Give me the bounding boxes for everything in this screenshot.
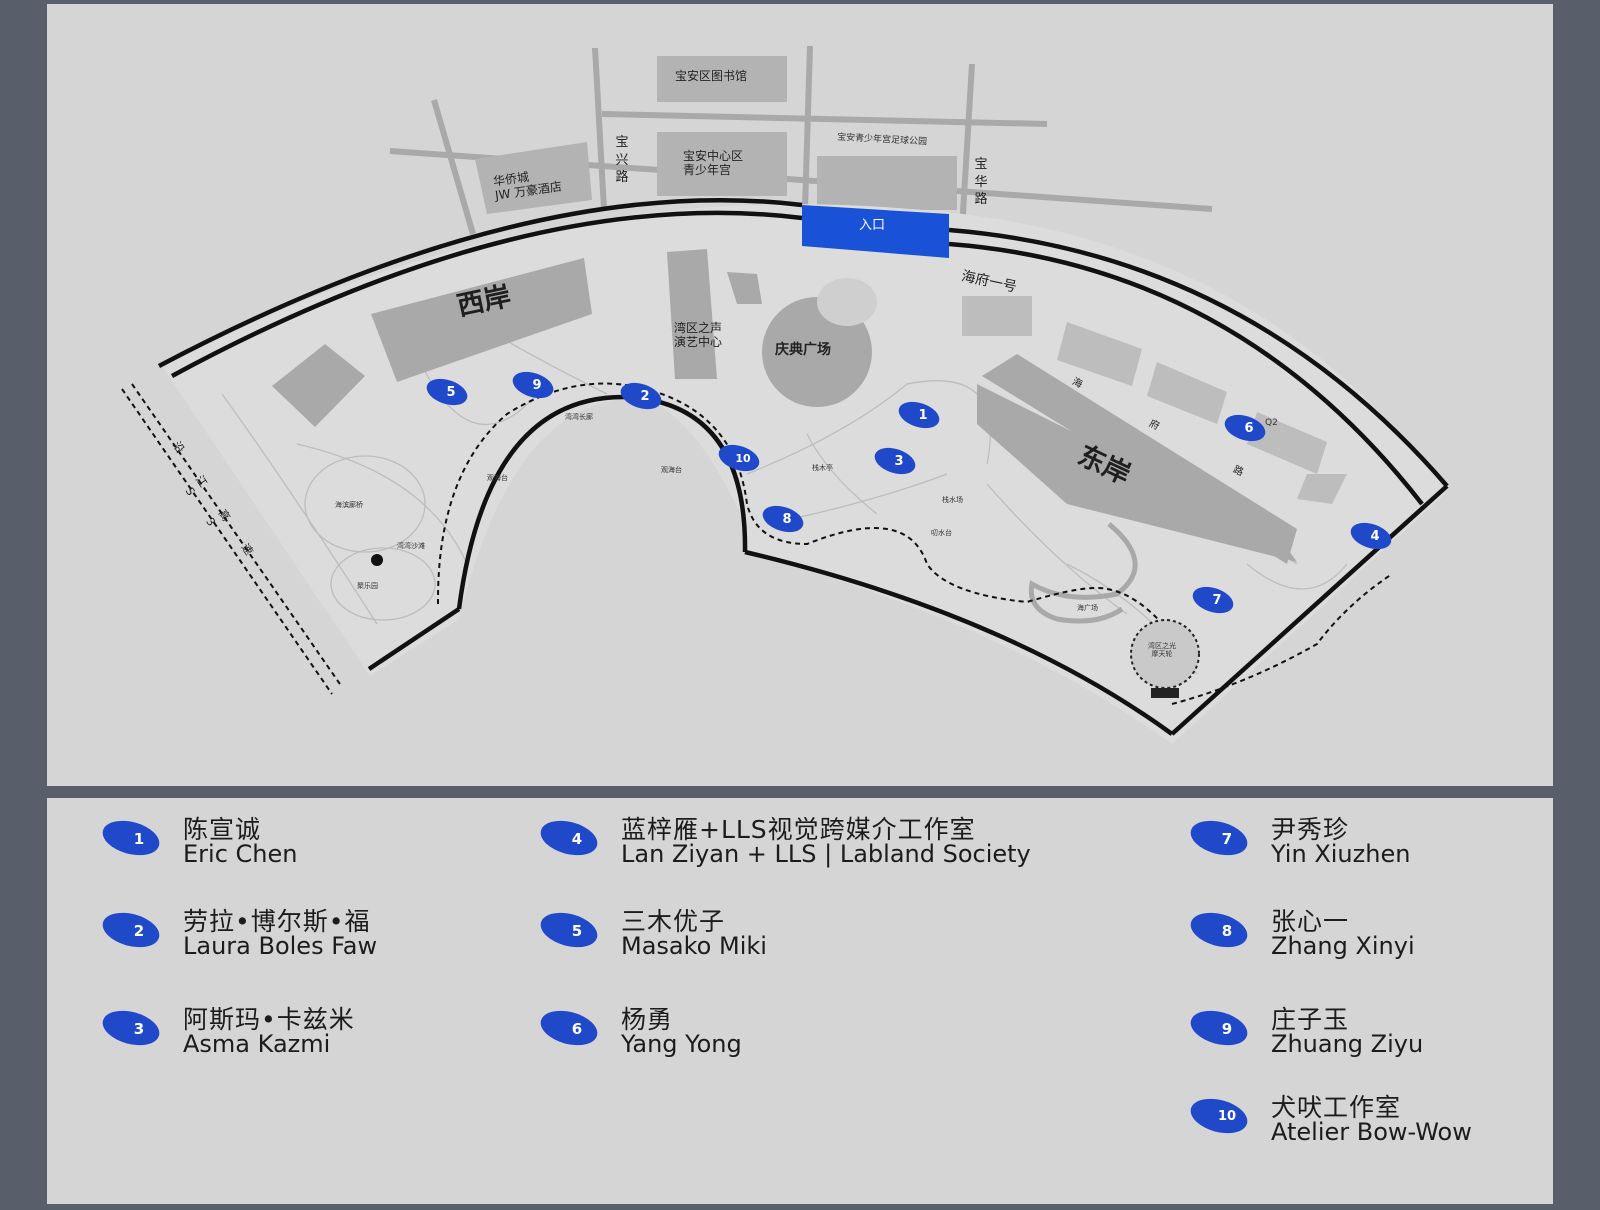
legend-pin-icon: [540, 912, 598, 948]
small-label-7: 海滨廊桥: [335, 501, 363, 509]
library-label: 宝安区图书馆: [675, 69, 748, 83]
map-pin-5: [426, 378, 468, 406]
entrance-label: 入口: [859, 218, 886, 233]
legend-number: 2: [133, 922, 145, 940]
map-panel: 宝安区图书馆 华侨城 JW 万豪酒店 宝安中心区 青少年宫 宝安青少年宫足球公园…: [47, 4, 1553, 786]
map-pin-label-4: 4: [1370, 529, 1380, 544]
legend-pin-icon: [1190, 1010, 1248, 1046]
map-pin-3: [874, 447, 916, 475]
legend-number: 10: [1217, 1109, 1237, 1124]
legend-number: 6: [571, 1020, 583, 1038]
legend-pin-icon: [1190, 912, 1248, 948]
legend-number: 7: [1221, 830, 1233, 848]
park-area: [162, 204, 1447, 745]
baohua-road-label: 宝华路: [974, 157, 988, 208]
legend-artist-english: Eric Chen: [183, 840, 298, 868]
ferris-wheel: [1130, 619, 1200, 698]
small-label-3: 观海台: [661, 466, 682, 474]
legend-number: 4: [571, 830, 583, 848]
legend-artist-chinese: 杨勇: [621, 1005, 674, 1034]
haifu-buildings: [962, 296, 1347, 504]
map-pin-7: [1192, 586, 1234, 614]
small-label-8: 湾湾沙滩: [397, 542, 425, 550]
small-label-5: 栈水场: [942, 496, 963, 504]
map-pin-label-1: 1: [918, 408, 928, 423]
ferris-wheel-label: 湾区之光 摩天轮: [1148, 642, 1176, 659]
small-label-4: 栈木亭: [812, 464, 833, 472]
legend-artist-chinese: 劳拉•博尔斯•福: [183, 907, 371, 936]
legend-pin-icon: [102, 912, 160, 948]
park-map: [121, 45, 1449, 745]
map-pin-10: [718, 444, 760, 472]
legend-artist-english: Asma Kazmi: [183, 1030, 331, 1058]
legend-artist-english: Laura Boles Faw: [183, 932, 378, 960]
small-label-2: 观海台: [487, 474, 508, 482]
map-pin-8: [762, 505, 804, 533]
baoxing-road-label: 宝兴路: [615, 135, 629, 186]
legend-artist-chinese: 尹秀珍: [1271, 815, 1350, 844]
legend-pin-icon: [102, 1010, 160, 1046]
legend-artist-chinese: 张心一: [1271, 907, 1350, 936]
map-pin-4: [1350, 522, 1392, 550]
legend-number: 5: [571, 922, 583, 940]
legend-artist-english: Lan Ziyan + LLS | Labland Society: [621, 840, 1031, 868]
map-pin-label-6: 6: [1244, 421, 1254, 436]
legend-artist-english: Zhang Xinyi: [1271, 932, 1415, 960]
legend-artist-english: Atelier Bow-Wow: [1271, 1118, 1472, 1146]
walking-route: [121, 382, 1393, 705]
small-label-10: 海广场: [1077, 604, 1098, 612]
legend-artist-english: Masako Miki: [621, 932, 767, 960]
entrance-block: [802, 205, 949, 258]
map-pin-label-10: 10: [735, 452, 751, 465]
small-label-1: 湾湾长廊: [565, 413, 593, 421]
legend-artist-chinese: 犬吠工作室: [1271, 1093, 1402, 1122]
small-label-9: 聚乐园: [357, 582, 378, 590]
map-pin-label-7: 7: [1212, 593, 1222, 608]
legend-artist-chinese: 陈宣诚: [183, 815, 262, 844]
youth-palace-label: 宝安中心区 青少年宫: [683, 149, 744, 177]
legend-artist-chinese: 庄子玉: [1271, 1005, 1350, 1034]
legend-pin-icon: [1190, 1098, 1248, 1134]
plaza-highlight: [817, 278, 877, 326]
celebration-plaza-label: 庆典广场: [775, 342, 831, 358]
legend-pin-icon: [1190, 820, 1248, 856]
q2-label: Q2: [1265, 418, 1278, 428]
legend-number: 3: [133, 1020, 145, 1038]
map-pin-2: [620, 382, 662, 410]
small-label-6: 叨水台: [931, 529, 952, 537]
buildings-north: [475, 56, 957, 214]
legend-artist-english: Yin Xiuzhen: [1271, 840, 1411, 868]
map-pin-label-8: 8: [782, 512, 792, 527]
legend-number: 8: [1221, 922, 1233, 940]
loop-road: [1028, 522, 1138, 624]
map-pin-label-3: 3: [894, 454, 904, 469]
map-pin-label-9: 9: [532, 378, 542, 393]
beach-marker: [371, 554, 383, 566]
legend-pin-icon: [540, 1010, 598, 1046]
bay-sound-center-label: 湾区之声 演艺中心: [674, 321, 723, 349]
legend-pin-icon: [102, 820, 160, 856]
legend-artist-chinese: 阿斯玛•卡兹米: [183, 1005, 355, 1034]
map-pin-label-2: 2: [640, 389, 650, 404]
legend-number: 9: [1221, 1020, 1233, 1038]
map-pin-6: [1224, 414, 1266, 442]
legend-pin-icon: [540, 820, 598, 856]
legend-artist-chinese: 三木优子: [621, 907, 726, 936]
map-pin-label-5: 5: [446, 385, 456, 400]
map-pin-9: [512, 371, 554, 399]
map-pin-1: [898, 401, 940, 429]
legend-artist-english: Yang Yong: [621, 1030, 742, 1058]
legend-artist-chinese: 蓝梓雁+LLS视觉跨媒介工作室: [621, 815, 976, 844]
map-pins: [426, 371, 1392, 614]
legend-number: 1: [133, 830, 145, 848]
legend-artist-english: Zhuang Ziyu: [1271, 1030, 1424, 1058]
